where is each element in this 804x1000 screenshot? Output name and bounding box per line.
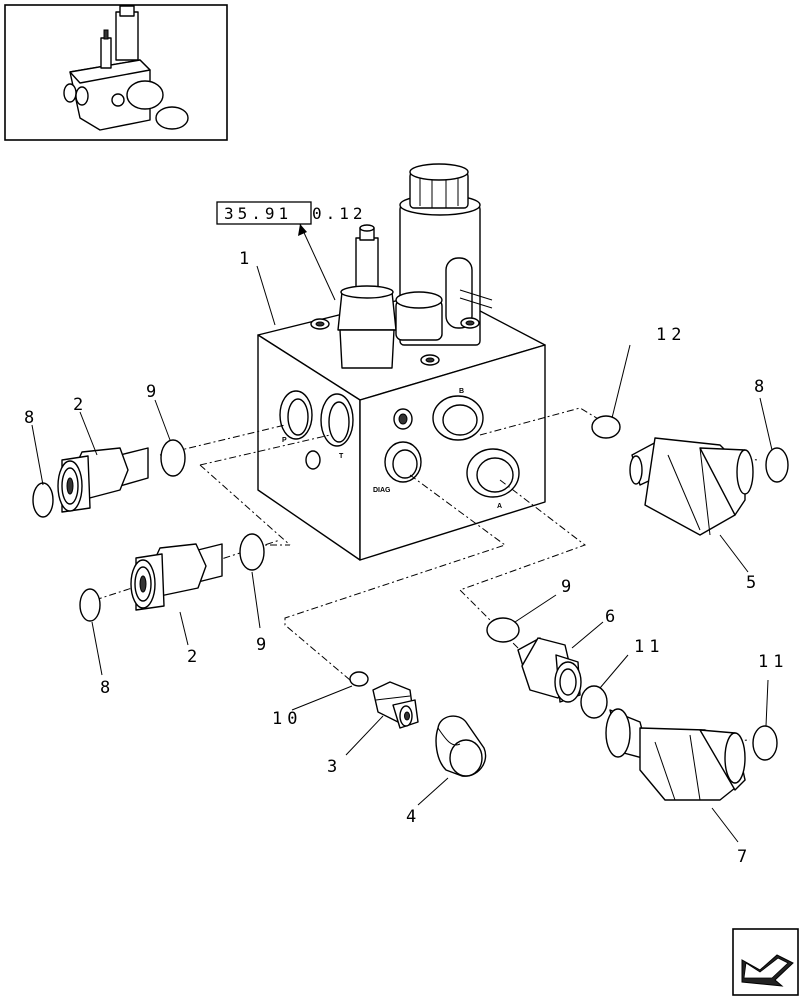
callout-2-upper: 2 [73, 395, 88, 415]
callout-9-upper: 9 [146, 382, 161, 402]
callout-5: 5 [746, 573, 761, 593]
callout-10: 10 [272, 709, 302, 729]
elbow-fitting-5 [629, 437, 754, 536]
callout-9-lower: 9 [256, 635, 271, 655]
valve-block: P T B DIAG A [257, 163, 546, 561]
o-ring-12 [591, 415, 621, 439]
callout-numbers: 1 2 2 3 4 5 6 7 8 8 8 9 9 9 10 11 11 12 [24, 249, 788, 867]
assembly-thumbnail[interactable] [4, 4, 228, 141]
dust-cap-4 [435, 715, 487, 777]
cross-reference-label[interactable]: 35.91 0.12 [216, 201, 367, 301]
leader-lines [31, 265, 773, 843]
port-label-p: P [282, 437, 287, 444]
callout-2-lower: 2 [187, 647, 202, 667]
o-ring-8-lower-left [79, 588, 101, 622]
adapter-6 [517, 637, 582, 703]
callout-6: 6 [605, 607, 620, 627]
port-label-diag: DIAG [373, 487, 391, 494]
port-label-a: A [497, 503, 502, 510]
o-ring-9-right [486, 617, 520, 643]
adapter-2-lower [130, 543, 223, 611]
callout-11-left: 11 [634, 637, 664, 657]
o-ring-8-right [765, 447, 789, 483]
reference-suffix: 0.12 [312, 204, 367, 223]
callout-12: 12 [656, 325, 686, 345]
callout-3: 3 [327, 757, 342, 777]
o-ring-9-upper-left [160, 439, 186, 477]
port-label-t: T [339, 453, 344, 460]
callout-4: 4 [406, 807, 421, 827]
reference-prefix: 35.91 [224, 204, 292, 223]
elbow-fitting-7 [605, 708, 746, 801]
callout-8-lower: 8 [100, 678, 115, 698]
callout-8-right: 8 [754, 377, 769, 397]
o-ring-10 [349, 671, 369, 687]
test-coupling-3 [372, 681, 419, 729]
o-ring-8-left [32, 482, 54, 518]
arrow-icon[interactable] [732, 928, 799, 996]
adapter-2-upper [57, 447, 149, 513]
port-label-b: B [459, 388, 464, 395]
o-ring-11-right [752, 725, 778, 761]
callout-8-left: 8 [24, 408, 39, 428]
callout-7: 7 [737, 847, 752, 867]
callout-11-right: 11 [758, 652, 788, 672]
o-ring-9-lower-left [239, 533, 265, 571]
callout-9-right: 9 [561, 577, 576, 597]
callout-1: 1 [239, 249, 254, 269]
o-ring-11-left [580, 685, 608, 719]
